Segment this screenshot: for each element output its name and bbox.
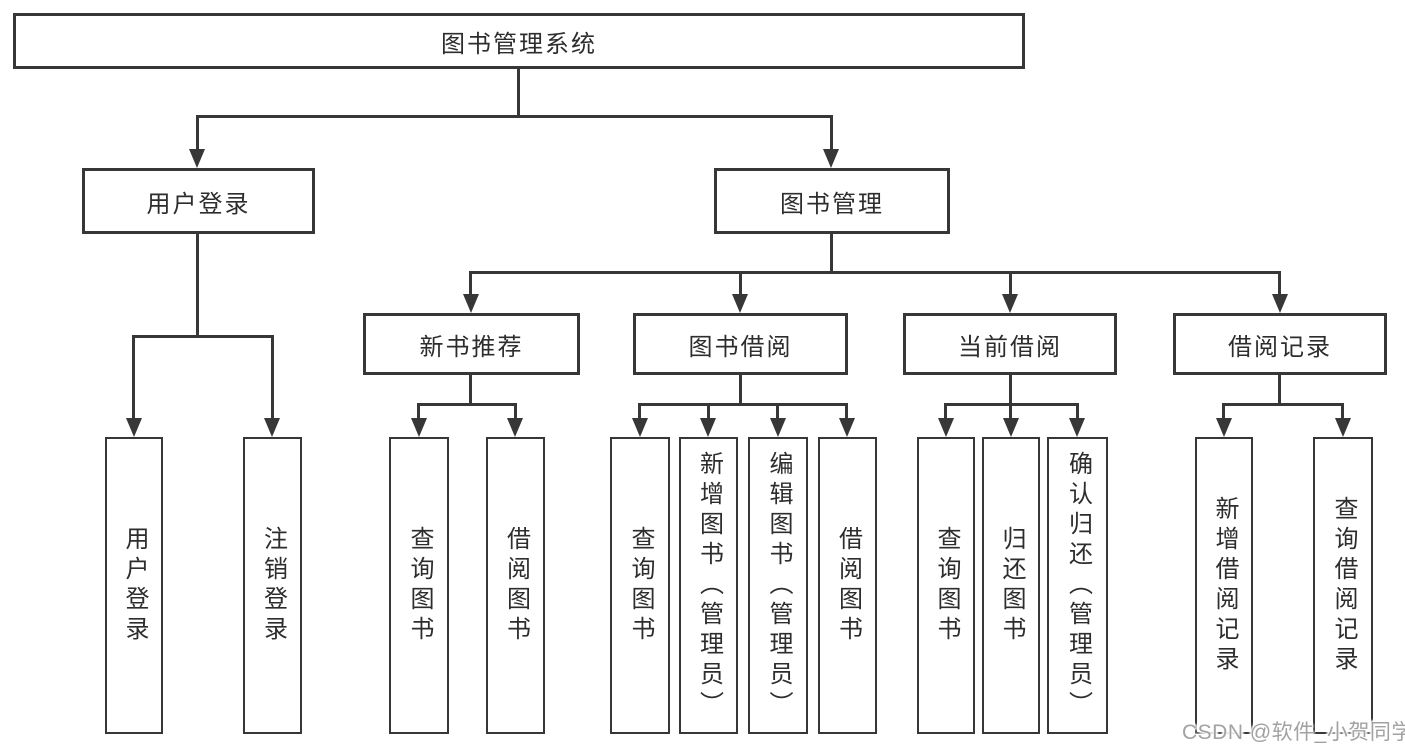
connector-group3-rail [1222, 403, 1344, 406]
connector-drop-leaf-logout [271, 335, 274, 420]
leaf-label: 编辑图书（管理员） [765, 450, 792, 721]
leaf-label: 确认归还（管理员） [1064, 450, 1092, 721]
arrow-group2-leaf0 [938, 418, 954, 437]
node-library-management-system: 图书管理系统 [13, 13, 1025, 69]
connector-root-stem [517, 69, 520, 118]
connector-group2-stem [1009, 375, 1012, 406]
node-new-book-recommendation: 新书推荐 [363, 313, 580, 375]
connector-group1-drop-2 [776, 403, 779, 421]
connector-book-management-rail [469, 271, 1281, 274]
connector-group1-drop-3 [845, 403, 848, 421]
node-user-login: 用户登录 [82, 168, 315, 234]
connector-group2-drop-1 [1009, 403, 1012, 421]
leaf-label: 归还图书 [998, 525, 1025, 646]
arrow-book-borrow [732, 294, 748, 313]
leaf-label: 查询图书 [933, 525, 960, 646]
arrow-book-management [823, 149, 839, 168]
leaf-add-books-admin: 新增图书（管理员） [679, 437, 738, 734]
leaf-label: 查询借阅记录 [1330, 495, 1357, 676]
connector-group1-drop-1 [707, 403, 710, 421]
node-borrowing-records: 借阅记录 [1173, 313, 1387, 375]
connector-group2-drop-2 [1076, 403, 1079, 421]
arrow-group1-leaf3 [839, 418, 855, 437]
arrow-group3-leaf1 [1335, 418, 1351, 437]
connector-group0-rail [417, 403, 517, 406]
csdn-watermark: CSDN @软件_小贺同学 [1182, 721, 1405, 744]
leaf-user-login: 用户登录 [105, 437, 163, 734]
connector-user-login-stem [196, 234, 199, 338]
leaf-query-borrow-record: 查询借阅记录 [1313, 437, 1373, 734]
node-label: 图书管理 [780, 190, 884, 218]
arrow-leaf-user-login [126, 418, 142, 437]
leaf-label: 借阅图书 [834, 525, 862, 646]
arrow-group1-leaf1 [700, 418, 716, 437]
leaf-borrow-books-recommend: 借阅图书 [486, 437, 545, 734]
connector-group3-drop-0 [1222, 403, 1225, 421]
leaf-edit-books-admin: 编辑图书（管理员） [748, 437, 808, 734]
connector-group1-drop-0 [638, 403, 641, 421]
leaf-label: 查询图书 [627, 525, 654, 646]
connector-root-rail [196, 115, 833, 118]
arrow-borrow-record [1272, 294, 1288, 313]
arrow-leaf-logout [264, 418, 280, 437]
connector-user-login-rail [132, 335, 274, 338]
connector-drop-current-borrow [1009, 271, 1012, 297]
leaf-query-books-current: 查询图书 [917, 437, 975, 734]
leaf-add-borrow-record: 新增借阅记录 [1195, 437, 1253, 734]
connector-group3-drop-1 [1341, 403, 1344, 421]
leaf-logout: 注销登录 [243, 437, 302, 734]
leaf-label: 用户登录 [121, 525, 148, 646]
arrow-current-borrow [1002, 294, 1018, 313]
leaf-label: 查询图书 [406, 525, 433, 646]
leaf-return-books: 归还图书 [982, 437, 1040, 734]
leaf-borrow-books: 借阅图书 [818, 437, 877, 734]
leaf-confirm-return-admin: 确认归还（管理员） [1047, 437, 1108, 734]
connector-drop-new-book [469, 271, 472, 297]
node-book-borrowing: 图书借阅 [633, 313, 848, 375]
node-label: 用户登录 [146, 190, 251, 218]
connector-drop-user-login [196, 115, 199, 152]
node-label: 新书推荐 [419, 333, 524, 361]
connector-group2-drop-0 [944, 403, 947, 421]
leaf-label: 新增图书（管理员） [695, 450, 723, 721]
arrow-group2-leaf1 [1003, 418, 1019, 437]
connector-drop-book-management [830, 115, 833, 152]
connector-group0-stem [469, 375, 472, 406]
leaf-query-books-borrowing: 查询图书 [610, 437, 670, 734]
node-book-management: 图书管理 [714, 168, 950, 234]
leaf-query-books-recommend: 查询图书 [389, 437, 449, 734]
node-label: 借阅记录 [1228, 333, 1332, 361]
arrow-group1-leaf0 [632, 418, 648, 437]
node-label: 当前借阅 [958, 333, 1062, 361]
arrow-group0-leaf1 [507, 418, 523, 437]
node-label: 图书借阅 [688, 333, 793, 361]
arrow-new-book [463, 294, 479, 313]
connector-group1-stem [739, 375, 742, 406]
arrow-user-login [189, 149, 205, 168]
connector-drop-book-borrow [739, 271, 742, 297]
connector-group1-rail [638, 403, 848, 406]
connector-drop-borrow-record [1278, 271, 1281, 297]
node-label: 图书管理系统 [441, 30, 597, 58]
node-current-borrowing: 当前借阅 [903, 313, 1117, 375]
arrow-group2-leaf2 [1069, 418, 1085, 437]
connector-drop-leaf-user-login [132, 335, 135, 420]
connector-group0-drop-1 [514, 403, 517, 421]
connector-group3-stem [1278, 375, 1281, 406]
arrow-group1-leaf2 [770, 418, 786, 437]
leaf-label: 注销登录 [259, 525, 287, 646]
arrow-group3-leaf0 [1216, 418, 1232, 437]
connector-book-management-stem [830, 234, 833, 274]
arrow-group0-leaf0 [411, 418, 427, 437]
connector-group0-drop-0 [417, 403, 420, 421]
leaf-label: 借阅图书 [502, 525, 530, 646]
leaf-label: 新增借阅记录 [1211, 495, 1238, 676]
